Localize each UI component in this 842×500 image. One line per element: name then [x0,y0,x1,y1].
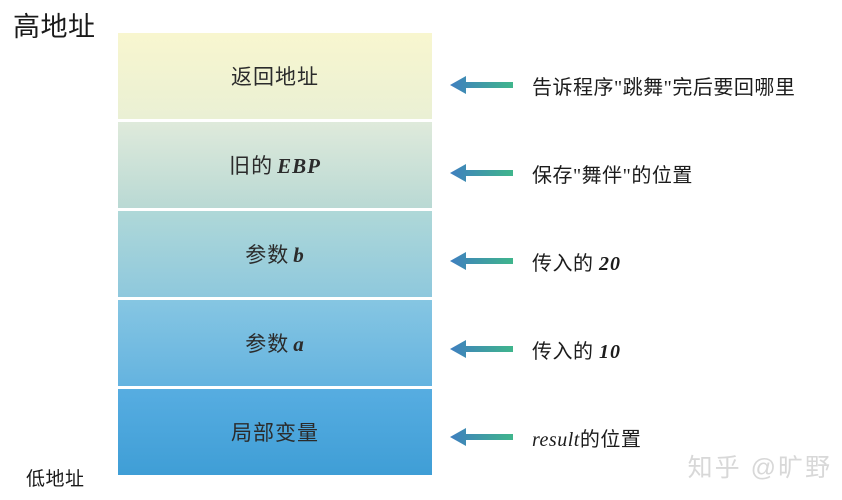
annotation-label: 传入的 20 [532,252,621,275]
stack-cell-label: 返回地址 [231,65,319,89]
stack-cell-emphasis: EBP [277,154,321,178]
low-address-label: 低地址 [26,469,85,490]
annotation-label: 告诉程序"跳舞"完后要回哪里 [532,76,796,99]
left-arrow-icon [450,76,513,94]
annotation-value: 20 [599,252,621,275]
stack-cell-return-address: 返回地址 [118,33,432,122]
annotation-local-variable: result的位置 [450,422,641,452]
stack-cell-emphasis: b [293,243,305,267]
left-arrow-icon [450,252,513,270]
annotation-old-ebp: 保存"舞伴"的位置 [450,158,693,188]
stack-cell-local-variable: 局部变量 [118,389,432,475]
annotation-return-address: 告诉程序"跳舞"完后要回哪里 [450,70,795,100]
annotation-label: 保存"舞伴"的位置 [532,164,693,187]
annotation-param-a: 传入的 10 [450,334,621,364]
left-arrow-icon [450,164,513,182]
high-address-label: 高地址 [13,12,96,42]
annotation-label: 传入的 10 [532,340,621,363]
stack-cell-label: 局部变量 [231,421,319,445]
stack-cell-emphasis: a [293,332,305,356]
annotation-value: result [532,428,580,451]
annotation-label: result的位置 [532,428,642,451]
left-arrow-icon [450,340,513,358]
annotation-value: 10 [599,340,621,363]
annotation-param-b: 传入的 20 [450,246,621,276]
left-arrow-icon [450,428,513,446]
watermark: 知乎 @旷野 [687,454,832,482]
